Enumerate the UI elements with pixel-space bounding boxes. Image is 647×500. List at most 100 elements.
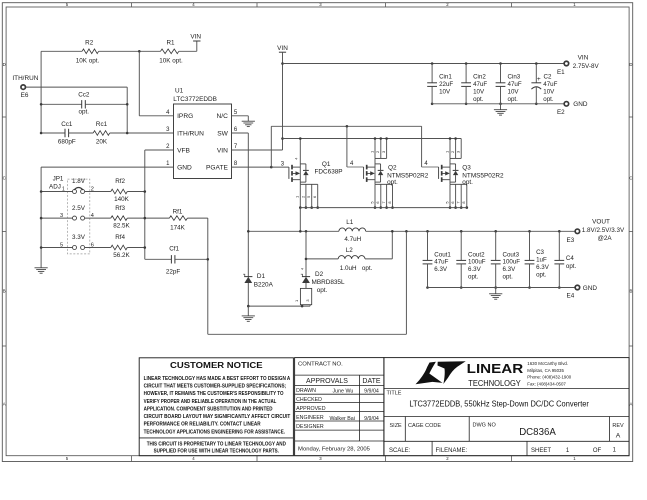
- svg-text:C4: C4: [566, 255, 574, 262]
- svg-text:5: 5: [66, 2, 69, 7]
- svg-text:6: 6: [312, 196, 317, 198]
- svg-text:3: 3: [456, 151, 461, 153]
- svg-text:1: 1: [573, 2, 576, 7]
- svg-text:APPROVED: APPROVED: [296, 406, 326, 412]
- svg-text:3: 3: [381, 151, 386, 153]
- svg-text:ADJ: ADJ: [49, 183, 61, 190]
- svg-text:4: 4: [294, 157, 299, 160]
- svg-text:Phone: (408)432-1900: Phone: (408)432-1900: [527, 375, 571, 380]
- svg-text:7: 7: [234, 144, 238, 150]
- svg-text:1630 McCarthy Blvd.: 1630 McCarthy Blvd.: [527, 361, 568, 366]
- svg-text:22uF: 22uF: [439, 81, 453, 88]
- svg-text:4: 4: [91, 213, 94, 219]
- svg-text:E1: E1: [557, 69, 565, 76]
- svg-text:opt.: opt.: [387, 179, 398, 186]
- svg-text:VIN: VIN: [190, 34, 201, 41]
- svg-text:OF: OF: [593, 448, 602, 454]
- svg-text:82.5K: 82.5K: [113, 223, 130, 230]
- svg-text:1uF: 1uF: [536, 256, 547, 263]
- svg-text:E6: E6: [21, 92, 29, 99]
- svg-text:Fax: (408)434-0507: Fax: (408)434-0507: [527, 382, 566, 387]
- svg-text:SUPPLIED FOR USE WITH LINEAR T: SUPPLIED FOR USE WITH LINEAR TECHNOLOGY …: [154, 449, 280, 455]
- svg-text:VIN: VIN: [578, 54, 589, 61]
- svg-text:A: A: [616, 433, 621, 440]
- svg-text:4: 4: [166, 110, 170, 116]
- svg-text:5: 5: [444, 201, 449, 203]
- svg-text:1.8V: 1.8V: [72, 178, 86, 185]
- svg-text:1: 1: [444, 151, 449, 153]
- svg-text:CHECKED: CHECKED: [296, 397, 322, 403]
- svg-text:E2: E2: [557, 109, 565, 116]
- svg-text:3: 3: [319, 2, 322, 7]
- svg-text:opt.: opt.: [473, 96, 484, 103]
- svg-text:C3: C3: [536, 249, 544, 256]
- svg-text:D2: D2: [315, 271, 324, 278]
- svg-text:47uF: 47uF: [434, 259, 448, 266]
- svg-text:6.3V: 6.3V: [434, 266, 448, 273]
- svg-text:CUSTOMER NOTICE: CUSTOMER NOTICE: [170, 360, 263, 370]
- svg-text:VIN: VIN: [217, 147, 228, 154]
- svg-text:174K: 174K: [170, 225, 186, 232]
- svg-text:Cout3: Cout3: [503, 251, 520, 258]
- svg-text:1: 1: [295, 196, 300, 198]
- svg-text:D1: D1: [257, 273, 266, 280]
- svg-text:Rf2: Rf2: [115, 178, 125, 185]
- svg-text:C: C: [629, 176, 632, 181]
- svg-text:Rf3: Rf3: [115, 205, 125, 212]
- svg-text:Cc1: Cc1: [61, 121, 73, 128]
- svg-text:@2A: @2A: [597, 235, 612, 242]
- svg-text:opt.: opt.: [503, 274, 514, 281]
- svg-text:Rc1: Rc1: [96, 121, 108, 128]
- svg-text:100uF: 100uF: [468, 259, 486, 266]
- svg-text:Walker Bai: Walker Bai: [330, 416, 355, 422]
- svg-text:ITH/RUN: ITH/RUN: [177, 130, 204, 137]
- svg-text:1: 1: [369, 151, 374, 153]
- svg-text:47uF: 47uF: [543, 81, 557, 88]
- svg-text:TITLE: TITLE: [387, 390, 402, 396]
- svg-text:10K opt.: 10K opt.: [76, 57, 100, 64]
- svg-text:4: 4: [350, 161, 354, 167]
- svg-text:CIRCUIT THAT MEETS CUSTOMER-SU: CIRCUIT THAT MEETS CUSTOMER-SUPPLIED SPE…: [144, 384, 287, 390]
- svg-text:opt.: opt.: [79, 108, 90, 115]
- svg-text:5: 5: [306, 196, 311, 198]
- svg-text:2: 2: [166, 144, 170, 150]
- svg-text:C2: C2: [544, 74, 552, 81]
- svg-text:9/9/04: 9/9/04: [364, 416, 379, 422]
- svg-text:FDC638P: FDC638P: [315, 169, 343, 176]
- svg-text:SHEET: SHEET: [531, 448, 551, 454]
- svg-text:Q2: Q2: [388, 165, 397, 172]
- svg-text:JP1: JP1: [53, 175, 64, 182]
- svg-text:Cin1: Cin1: [439, 74, 452, 81]
- svg-text:10V: 10V: [543, 89, 555, 96]
- svg-text:D: D: [629, 62, 632, 67]
- svg-text:10V: 10V: [473, 89, 485, 96]
- svg-text:GND: GND: [177, 164, 192, 171]
- svg-text:Q1: Q1: [322, 161, 331, 168]
- svg-text:opt.: opt.: [362, 265, 373, 272]
- svg-text:Cout2: Cout2: [468, 251, 485, 258]
- svg-text:1: 1: [62, 186, 65, 192]
- svg-text:Cf1: Cf1: [169, 246, 179, 253]
- svg-text:47uF: 47uF: [508, 81, 522, 88]
- svg-text:CONTRACT NO.: CONTRACT NO.: [298, 361, 343, 367]
- svg-text:4: 4: [192, 2, 195, 7]
- svg-text:2: 2: [91, 186, 94, 192]
- svg-text:THIS CIRCUIT IS PROPRIETARY TO: THIS CIRCUIT IS PROPRIETARY TO LINEAR TE…: [147, 441, 286, 447]
- svg-text:4: 4: [300, 267, 305, 270]
- svg-text:8: 8: [461, 201, 466, 203]
- svg-text:B: B: [3, 289, 6, 294]
- svg-text:opt.: opt.: [462, 179, 473, 186]
- svg-text:A: A: [629, 402, 632, 407]
- svg-text:DATE: DATE: [362, 378, 380, 385]
- svg-text:NTMS5P02R2: NTMS5P02R2: [387, 173, 429, 180]
- svg-text:7: 7: [456, 201, 461, 203]
- svg-text:10K opt.: 10K opt.: [159, 57, 183, 64]
- svg-text:6: 6: [91, 242, 94, 248]
- svg-text:B220A: B220A: [254, 281, 274, 288]
- svg-text:opt.: opt.: [536, 271, 547, 278]
- svg-text:C: C: [3, 176, 6, 181]
- svg-text:DWG NO: DWG NO: [473, 423, 497, 429]
- svg-text:1: 1: [294, 300, 299, 302]
- svg-text:Cin3: Cin3: [508, 74, 521, 81]
- svg-text:PERFORMANCE OR RELIABILITY. C: PERFORMANCE OR RELIABILITY. CONTACT LINE…: [144, 422, 261, 428]
